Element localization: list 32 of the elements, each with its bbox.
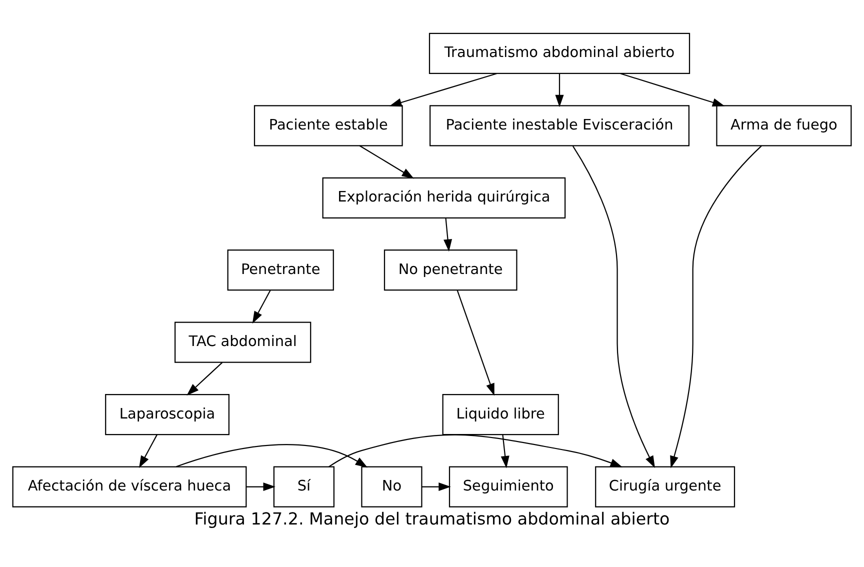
node-box: Liquido libre — [442, 394, 559, 435]
arrow — [422, 482, 451, 491]
node-box: Afectación de víscera hueca — [12, 466, 247, 507]
caption: Figura 127.2. Manejo del traumatismo abdominal abierto — [194, 509, 670, 528]
arrow — [620, 72, 725, 106]
node-box: Sí — [273, 466, 334, 507]
node-box: Paciente estable — [254, 104, 403, 146]
arrow — [139, 434, 158, 468]
node-box: Laparoscopia — [105, 394, 230, 435]
node-box: Cirugía urgente — [595, 466, 736, 507]
arrow — [176, 444, 368, 468]
arrow — [246, 482, 276, 491]
arrow — [389, 72, 498, 106]
arrow — [444, 218, 452, 252]
node-box: Paciente inestable Evisceración — [430, 104, 690, 146]
node-box: Arma de fuego — [716, 104, 852, 146]
arrow — [328, 434, 623, 467]
node-box: Exploración herida quirúrgica — [322, 176, 566, 218]
arrow — [670, 145, 762, 468]
arrow — [186, 362, 223, 395]
node-box: TAC abdominal — [174, 321, 312, 362]
arrow — [572, 145, 655, 468]
node-box: Traumatismo abdominal abierto — [428, 32, 690, 74]
node-box: No — [361, 466, 422, 507]
arrow — [359, 144, 414, 178]
node-box: Seguimiento — [448, 466, 568, 507]
node-box: Penetrante — [227, 249, 334, 290]
arrow — [252, 290, 271, 324]
node-box: No penetrante — [384, 249, 518, 290]
arrow — [555, 73, 564, 107]
arrow — [500, 434, 510, 468]
arrow — [456, 290, 494, 396]
